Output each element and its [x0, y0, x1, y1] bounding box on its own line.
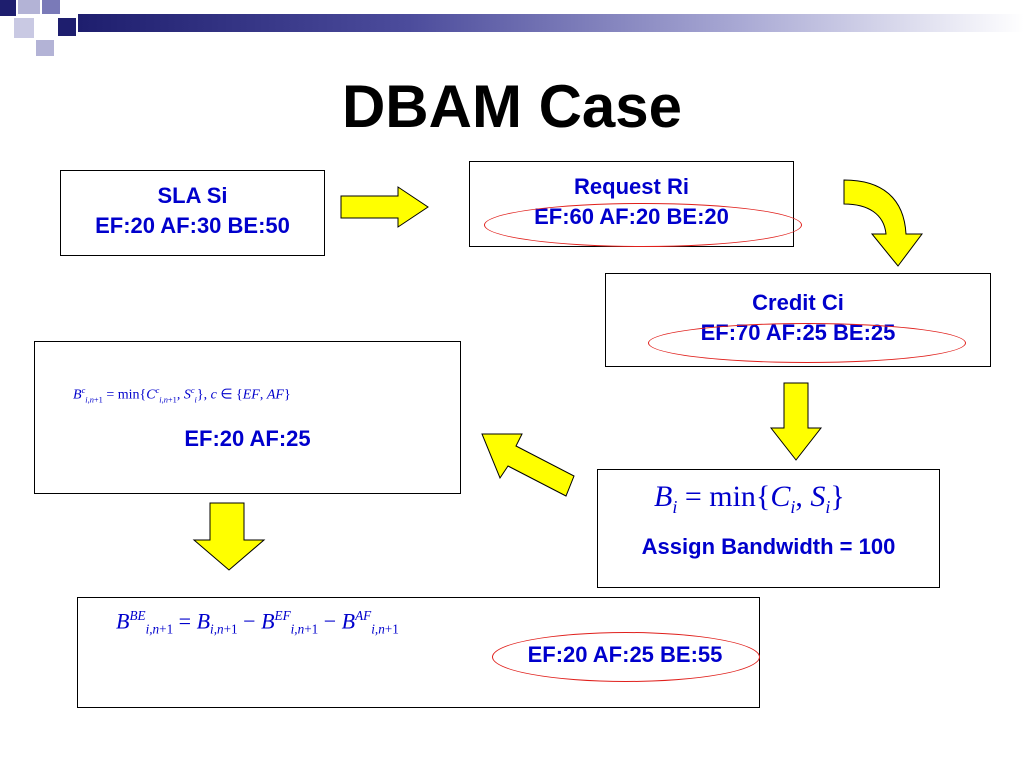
- page-title: DBAM Case: [341, 73, 683, 140]
- arrow-right: [340, 186, 429, 228]
- min-result: EF:20 AF:25: [184, 426, 311, 451]
- request-highlight-oval: [484, 203, 802, 247]
- min-formula: Bci,n+1 = min{Cci,n+1, Sci}, c ∈ {EF, AF…: [73, 386, 291, 405]
- be-highlight-oval: [492, 632, 760, 682]
- arrow-up-left: [481, 433, 575, 497]
- header-gradient-bar: [78, 14, 1024, 32]
- assign-formula: Bi = min{Ci, Si}: [654, 480, 845, 517]
- header-square-light: [36, 40, 54, 56]
- header-square-mid: [42, 0, 60, 14]
- header-square-light: [18, 0, 40, 14]
- credit-highlight-oval: [648, 323, 966, 363]
- header-square-dark: [0, 0, 16, 16]
- sla-label: SLA Si: [157, 183, 228, 208]
- assign-box: Bi = min{Ci, Si} Assign Bandwidth = 100: [597, 469, 940, 588]
- header-square-dark: [58, 18, 76, 36]
- sla-box: SLA Si EF:20 AF:30 BE:50: [60, 170, 325, 256]
- arrow-curved-down: [843, 179, 923, 267]
- min-formula-box: Bci,n+1 = min{Cci,n+1, Sci}, c ∈ {EF, AF…: [34, 341, 461, 494]
- assign-label: Assign Bandwidth = 100: [641, 534, 896, 559]
- sla-values: EF:20 AF:30 BE:50: [95, 213, 290, 238]
- arrow-down-left: [192, 502, 266, 571]
- be-formula: BBEi,n+1 = Bi,n+1 − BEFi,n+1 − BAFi,n+1: [116, 608, 399, 637]
- request-label: Request Ri: [574, 174, 689, 199]
- header-square-light: [14, 18, 34, 38]
- credit-label: Credit Ci: [752, 290, 844, 315]
- arrow-down-credit: [769, 382, 823, 461]
